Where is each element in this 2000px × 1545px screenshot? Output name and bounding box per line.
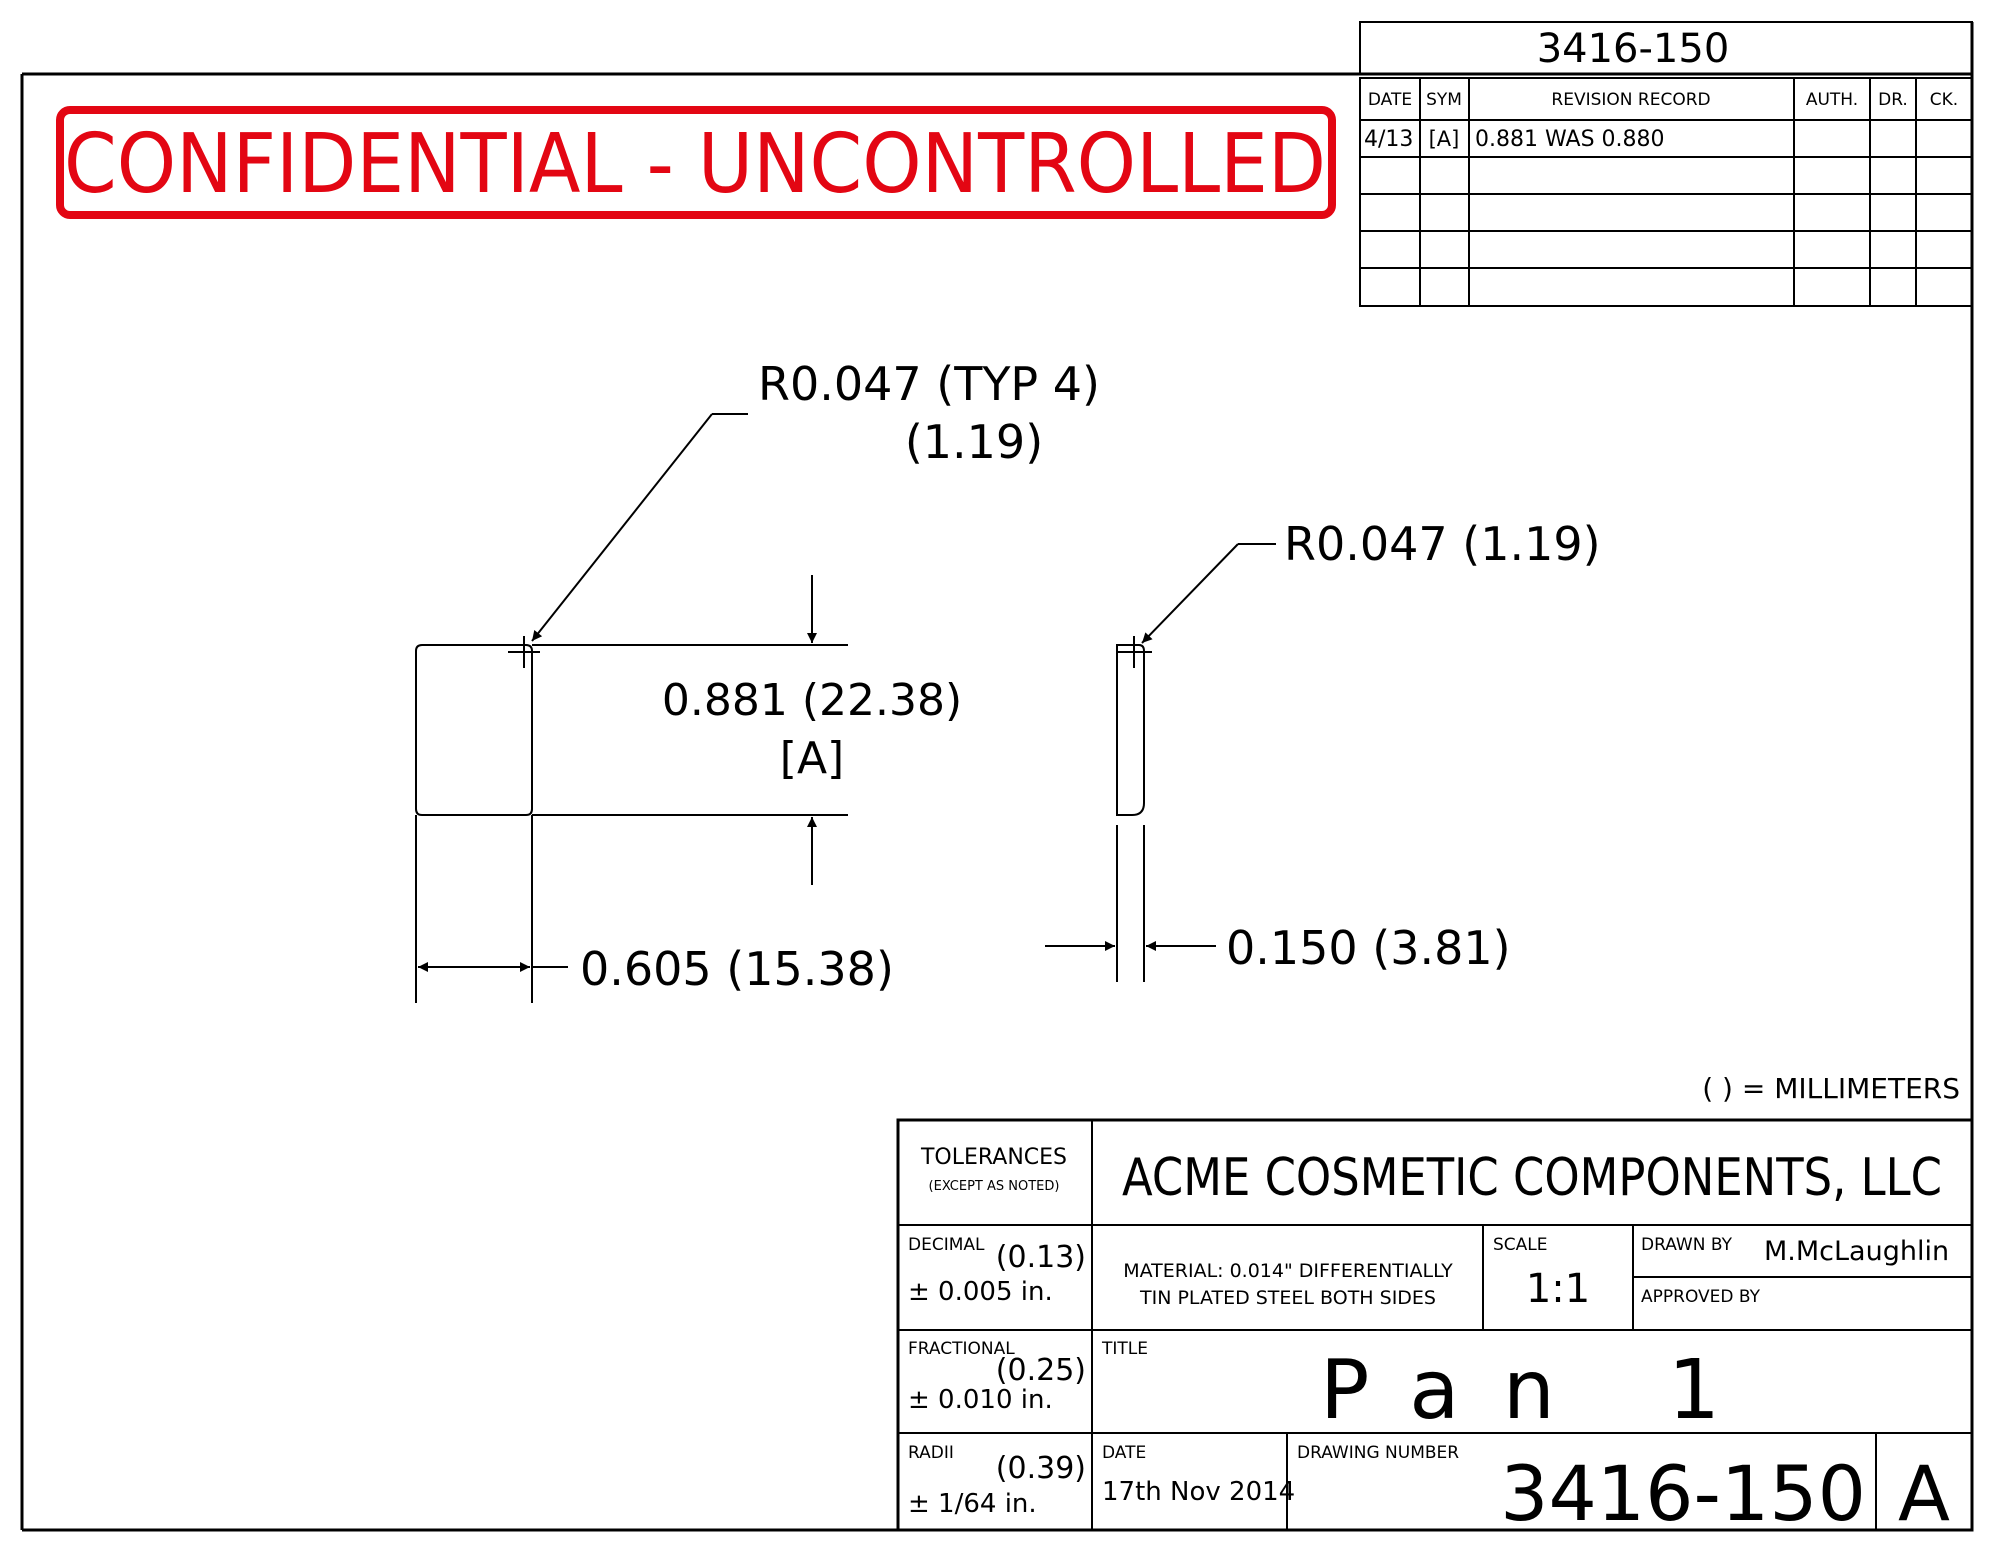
radii-value: ± 1/64 in. [908,1489,1037,1519]
drawing-number-value: 3416-150 [1500,1449,1866,1538]
material-line-2: TIN PLATED STEEL BOTH SIDES [1139,1287,1436,1309]
rev-row-sym: [A] [1429,127,1460,151]
radii-mm: (0.39) [996,1451,1086,1486]
header-part-number: 3416-150 [1537,26,1730,72]
material-line-1: MATERIAL: 0.014" DIFFERENTIALLY [1123,1260,1453,1282]
header-part-number-box: 3416-150 [1359,21,1973,75]
rev-header-sym: SYM [1426,90,1462,110]
height-dimension [532,575,848,885]
confidential-stamp: CONFIDENTIAL - UNCONTROLLED [56,106,1336,219]
fractional-value: ± 0.010 in. [908,1385,1053,1415]
width-dimension [415,815,568,1003]
decimal-label: DECIMAL [908,1235,985,1255]
units-note: ( ) = MILLIMETERS [1702,1072,1960,1105]
rev-header-date: DATE [1368,90,1412,110]
part-side-view [1116,636,1152,816]
rev-header-dr: DR. [1878,90,1908,110]
scale-value: 1:1 [1526,1266,1590,1312]
tolerances-label: TOLERANCES [920,1145,1067,1170]
width-dimension-label: 0.605 (15.38) [580,942,894,996]
decimal-value: ± 0.005 in. [908,1277,1053,1307]
side-radius-leader [1141,543,1276,644]
side-radius-label: R0.047 (1.19) [1284,517,1601,571]
revision-letter: A [1898,1449,1950,1538]
fractional-mm: (0.25) [996,1353,1086,1388]
rev-row-record: 0.881 WAS 0.880 [1475,127,1665,152]
height-revision-label: [A] [780,733,844,784]
title-block: TOLERANCES (EXCEPT AS NOTED) ACME COSMET… [896,1118,1974,1538]
radii-label: RADII [908,1443,954,1463]
approved-by-label: APPROVED BY [1641,1287,1761,1307]
scale-label: SCALE [1493,1235,1548,1255]
corner-radius-mm-label: (1.19) [905,415,1043,469]
drawing-number-label: DRAWING NUMBER [1297,1443,1459,1463]
title-value: Pan 1 [1320,1343,1720,1438]
drawn-by-label: DRAWN BY [1641,1235,1733,1255]
part-front-view [415,636,540,816]
corner-radius-label: R0.047 (TYP 4) [758,357,1100,411]
drawn-by-value: M.McLaughlin [1764,1236,1949,1267]
company-name: ACME COSMETIC COMPONENTS, LLC [1122,1148,1942,1208]
thickness-dimension [1045,825,1216,982]
height-dimension-label: 0.881 (22.38) [662,675,962,726]
rev-header-ck: CK. [1930,90,1958,110]
rev-header-auth: AUTH. [1806,90,1858,110]
confidential-text: CONFIDENTIAL - UNCONTROLLED [64,117,1326,212]
rev-row-date: 4/13 [1364,127,1413,152]
thickness-dimension-label: 0.150 (3.81) [1226,921,1511,975]
fractional-label: FRACTIONAL [908,1339,1015,1359]
date-value: 17th Nov 2014 [1102,1477,1295,1507]
tolerances-sub-label: (EXCEPT AS NOTED) [929,1179,1060,1194]
title-label: TITLE [1101,1339,1148,1359]
date-label: DATE [1102,1443,1146,1463]
revision-table: DATE SYM REVISION RECORD AUTH. DR. CK. 4… [1359,77,1973,307]
rev-header-record: REVISION RECORD [1551,90,1710,110]
decimal-mm: (0.13) [996,1240,1086,1275]
corner-radius-leader [531,413,748,642]
